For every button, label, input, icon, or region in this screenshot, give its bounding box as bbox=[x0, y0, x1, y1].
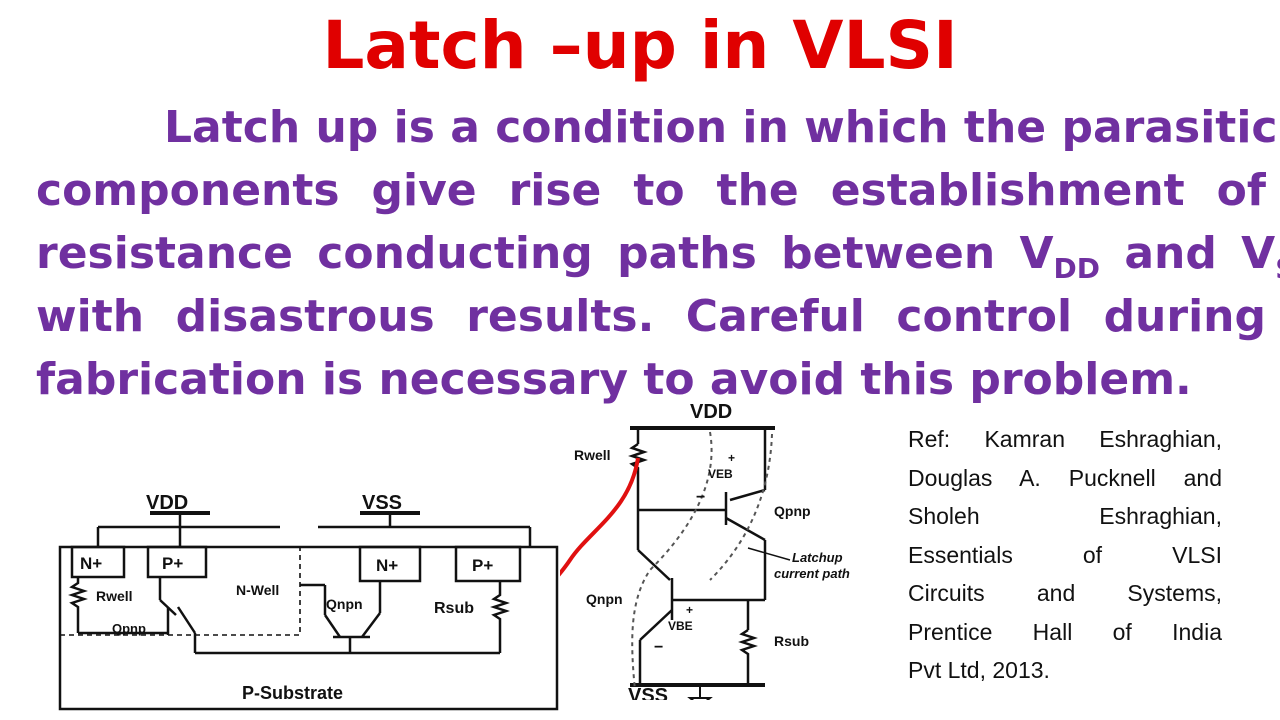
sch-latchup-2: current path bbox=[774, 566, 850, 581]
cs-pplus-2: P+ bbox=[472, 556, 493, 575]
latchup-current-path bbox=[631, 431, 713, 691]
cs-substrate: P-Substrate bbox=[242, 683, 343, 703]
cs-vss-label: VSS bbox=[362, 492, 402, 514]
cs-nplus-2: N+ bbox=[376, 556, 398, 575]
ref-line-7: Pvt Ltd, 2013. bbox=[908, 657, 1050, 683]
red-arrow-icon bbox=[560, 457, 640, 577]
cs-pplus-1: P+ bbox=[162, 554, 183, 573]
cs-nwell: N-Well bbox=[236, 582, 279, 598]
vdd-subscript: DD bbox=[1053, 252, 1101, 285]
paragraph-line-2: components give rise to the establishmen… bbox=[36, 165, 1266, 216]
sch-qpnp: Qpnp bbox=[774, 503, 811, 519]
sch-veb: VEB bbox=[708, 467, 733, 481]
ref-line-5: Circuits and Systems, bbox=[908, 580, 1222, 606]
sch-minus-1: − bbox=[696, 489, 705, 506]
paragraph-line-5: fabrication is necessary to avoid this p… bbox=[36, 354, 1192, 405]
paragraph-line-1: Latch up is a condition in which the par… bbox=[164, 102, 1278, 153]
cs-rwell: Rwell bbox=[96, 588, 133, 604]
sch-plus-2: + bbox=[686, 603, 693, 617]
sch-qnpn: Qnpn bbox=[586, 591, 623, 607]
sch-rsub: Rsub bbox=[774, 633, 809, 649]
ref-line-1: Ref: Kamran Eshraghian, bbox=[908, 426, 1222, 452]
cs-qpnp: Qpnp bbox=[112, 621, 146, 636]
latchup-schematic-diagram: VDD Rwell + VEB − Qpnp Latchup current p… bbox=[560, 401, 850, 700]
slide-title: Latch –up in VLSI bbox=[322, 7, 958, 84]
sch-latchup-1: Latchup bbox=[792, 550, 843, 565]
sch-minus-2: − bbox=[654, 639, 663, 656]
ref-line-6: Prentice Hall of India bbox=[908, 618, 1222, 645]
reference-citation: Ref: Kamran Eshraghian, Douglas A. Puckn… bbox=[908, 420, 1222, 690]
vss-subscript: SS bbox=[1275, 252, 1280, 285]
cs-rsub: Rsub bbox=[434, 600, 474, 617]
ref-line-3: Sholeh Eshraghian, bbox=[908, 503, 1222, 529]
cs-nplus-1: N+ bbox=[80, 554, 102, 573]
substrate-box bbox=[58, 545, 559, 711]
cmos-cross-section-diagram: VDD VSS N+ P+ N+ P+ Rwell N-Well Qpnp Qn… bbox=[58, 492, 559, 711]
paragraph-line-4: with disastrous results. Careful control… bbox=[36, 291, 1266, 342]
line3-text: resistance conducting paths between V bbox=[36, 228, 1054, 279]
cs-qnpn: Qnpn bbox=[326, 596, 363, 612]
line3-and: and V bbox=[1100, 228, 1276, 279]
ref-line-4: Essentials of VLSI bbox=[908, 541, 1222, 568]
sch-plus-1: + bbox=[728, 451, 735, 465]
cs-vdd-label: VDD bbox=[146, 492, 188, 514]
definition-paragraph: Latch up is a condition in which the par… bbox=[36, 96, 1280, 411]
paragraph-line-3: resistance conducting paths between VDD … bbox=[36, 222, 1280, 285]
sch-vdd-label: VDD bbox=[690, 401, 732, 423]
sch-rwell: Rwell bbox=[574, 447, 611, 463]
sch-vss-label: VSS bbox=[628, 685, 668, 700]
ref-line-2: Douglas A. Pucknell and bbox=[908, 464, 1222, 491]
sch-vbe: VBE bbox=[668, 619, 693, 633]
